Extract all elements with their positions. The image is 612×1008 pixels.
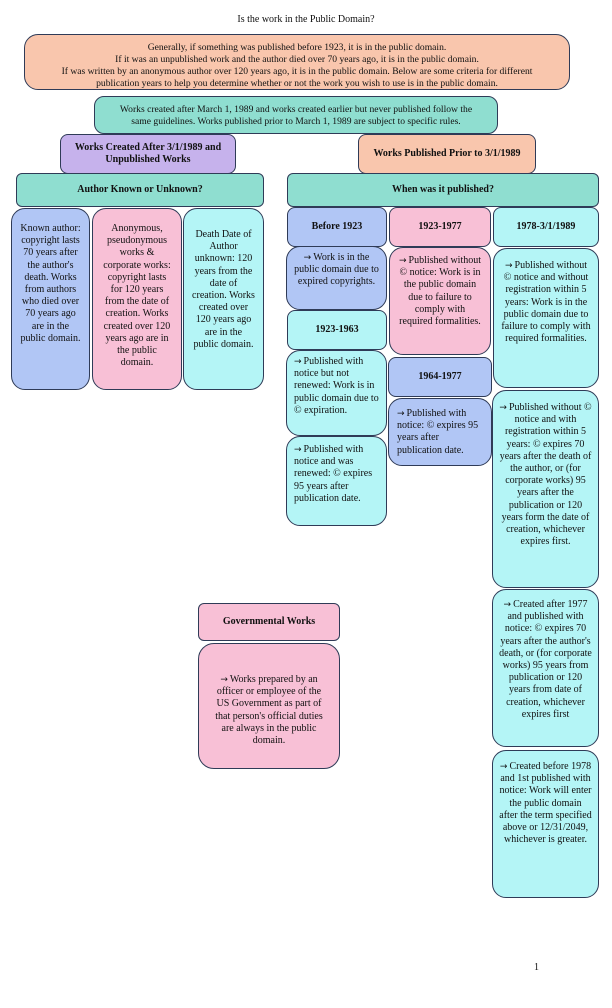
not-renewed-box: →Published with notice but not renewed: … — [286, 350, 387, 436]
anonymous-author-text: Anonymous, pseudonymous works & corporat… — [103, 223, 171, 369]
no-notice-with-registration-text: Published without © notice and with regi… — [499, 402, 592, 548]
created-before-1978-text: Created before 1978 and 1st published wi… — [499, 761, 592, 846]
government-header: Governmental Works — [198, 603, 340, 641]
arrow-right-icon: → — [398, 256, 407, 266]
right-header-label: Works Published Prior to 3/1/1989 — [373, 147, 521, 159]
right-header: Works Published Prior to 3/1/1989 — [358, 134, 536, 174]
1964-1977-label: 1964-1977 — [388, 357, 492, 397]
left-header-label: Works Created After 3/1/1989 and Unpubli… — [74, 141, 222, 165]
before-1923-text: Work is in the public domain due to expi… — [294, 252, 379, 288]
guideline-line-2: same guidelines. Works published prior t… — [131, 116, 461, 127]
arrow-right-icon: → — [294, 445, 302, 455]
no-notice-with-registration-box: →Published without © notice and with reg… — [492, 390, 599, 588]
before-1923-box: →Work is in the public domain due to exp… — [286, 246, 387, 310]
known-author-box: Known author: copyright lasts 70 years a… — [11, 208, 90, 390]
government-box: →Works prepared by an officer or employe… — [198, 643, 340, 769]
arrow-right-icon: → — [303, 253, 312, 263]
1964-1977-box: →Published with notice: © expires 95 yea… — [388, 398, 492, 466]
renewed-text: Published with notice and was renewed: ©… — [294, 444, 373, 504]
intro-line-2: If it was an unpublished work and the au… — [115, 54, 479, 65]
known-author-text: Known author: copyright lasts 70 years a… — [20, 223, 81, 344]
no-notice-no-registration-box: →Published without © notice and without … — [493, 248, 599, 388]
right-subheader: When was it published? — [287, 173, 599, 207]
arrow-right-icon: → — [499, 762, 508, 772]
right-subheader-label: When was it published? — [392, 183, 494, 195]
created-after-1977-box: →Created after 1977 and published with n… — [492, 589, 599, 747]
created-after-1977-text: Created after 1977 and published with no… — [499, 599, 592, 720]
before-1923-label-text: Before 1923 — [311, 220, 363, 232]
arrow-right-icon: → — [397, 409, 405, 419]
1923-1977-text: Published without © notice: Work is in t… — [399, 255, 482, 327]
anonymous-author-box: Anonymous, pseudonymous works & corporat… — [92, 208, 182, 390]
page-number: 1 — [534, 962, 539, 973]
government-text: Works prepared by an officer or employee… — [215, 674, 323, 746]
left-subheader-label: Author Known or Unknown? — [77, 183, 203, 195]
1923-1977-label-text: 1923-1977 — [418, 220, 462, 232]
intro-line-3: If was written by an anonymous author ov… — [61, 66, 533, 77]
guideline-line-1: Works created after March 1, 1989 and wo… — [119, 104, 473, 115]
1923-1963-label-text: 1923-1963 — [315, 323, 359, 335]
1923-1977-label: 1923-1977 — [389, 207, 491, 247]
arrow-right-icon: → — [503, 600, 512, 610]
intro-line-4: publication years to help you determine … — [96, 78, 498, 89]
unknown-death-date-text: Death Date of Author unknown: 120 years … — [192, 229, 255, 350]
1964-1977-text: Published with notice: © expires 95 year… — [397, 408, 479, 456]
guideline-box: Works created after March 1, 1989 and wo… — [94, 96, 498, 134]
not-renewed-text: Published with notice but not renewed: W… — [294, 356, 379, 416]
government-header-text: Governmental Works — [222, 615, 316, 627]
1964-1977-label-text: 1964-1977 — [418, 370, 462, 382]
before-1923-label: Before 1923 — [287, 207, 387, 247]
intro-line-1: Generally, if something was published be… — [147, 42, 447, 53]
created-before-1978-box: →Created before 1978 and 1st published w… — [492, 750, 599, 898]
1923-1963-label: 1923-1963 — [287, 310, 387, 350]
left-subheader: Author Known or Unknown? — [16, 173, 264, 207]
arrow-right-icon: → — [294, 357, 302, 367]
renewed-box: →Published with notice and was renewed: … — [286, 436, 387, 526]
page-title: Is the work in the Public Domain? — [237, 14, 375, 25]
unknown-death-date-box: Death Date of Author unknown: 120 years … — [183, 208, 264, 390]
no-notice-no-registration-text: Published without © notice and without r… — [501, 260, 591, 345]
1978-1989-label: 1978-3/1/1989 — [493, 207, 599, 247]
left-header: Works Created After 3/1/1989 and Unpubli… — [60, 134, 236, 174]
1923-1977-box: →Published without © notice: Work is in … — [389, 247, 491, 355]
intro-box: Generally, if something was published be… — [24, 34, 570, 90]
arrow-right-icon: → — [504, 261, 513, 271]
1978-1989-label-text: 1978-3/1/1989 — [516, 220, 576, 232]
arrow-right-icon: → — [499, 403, 507, 413]
arrow-right-icon: → — [220, 675, 228, 685]
